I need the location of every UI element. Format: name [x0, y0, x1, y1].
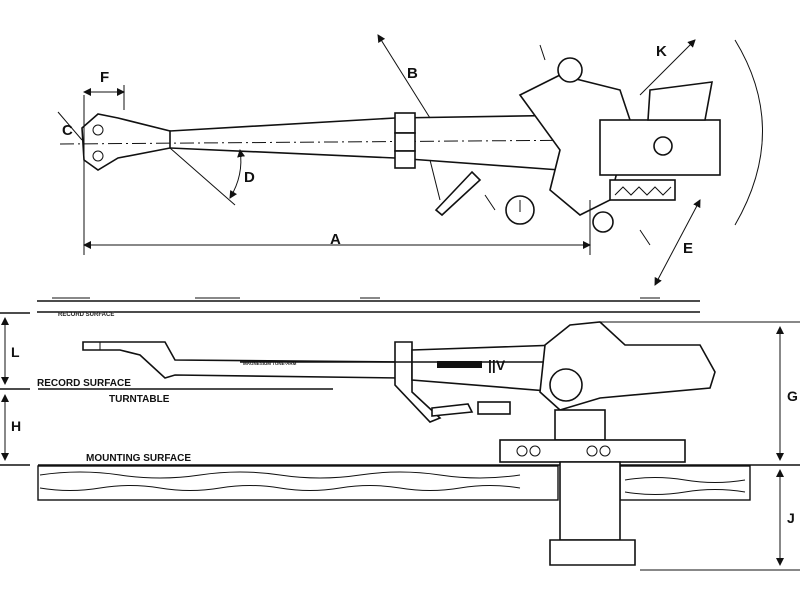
label-K: K — [656, 43, 667, 60]
top-view — [57, 34, 763, 286]
brand-mark: ||V — [488, 357, 506, 373]
label-L: L — [11, 344, 20, 360]
label-D: D — [244, 169, 255, 186]
side-view — [0, 297, 800, 571]
label-E: E — [683, 240, 693, 257]
label-C: C — [62, 122, 73, 139]
arm-side — [82, 341, 401, 379]
headshell — [81, 113, 171, 171]
mounting-surface-label: MOUNTING SURFACE — [86, 453, 191, 464]
label-B: B — [407, 65, 418, 82]
label-G: G — [787, 388, 798, 404]
brand-logo — [437, 361, 482, 368]
label-F: F — [100, 69, 109, 86]
record-surface-top-label: RECORD SURFACE — [58, 312, 114, 318]
record-surface-label: RECORD SURFACE — [37, 378, 131, 389]
label-J: J — [787, 510, 795, 526]
label-A: A — [330, 231, 341, 248]
pivot-housing — [539, 321, 716, 411]
turntable-label: TURNTABLE — [109, 394, 170, 405]
arm-text: MAGNESIUM TONE-ARM — [243, 361, 297, 366]
label-H: H — [11, 418, 21, 434]
